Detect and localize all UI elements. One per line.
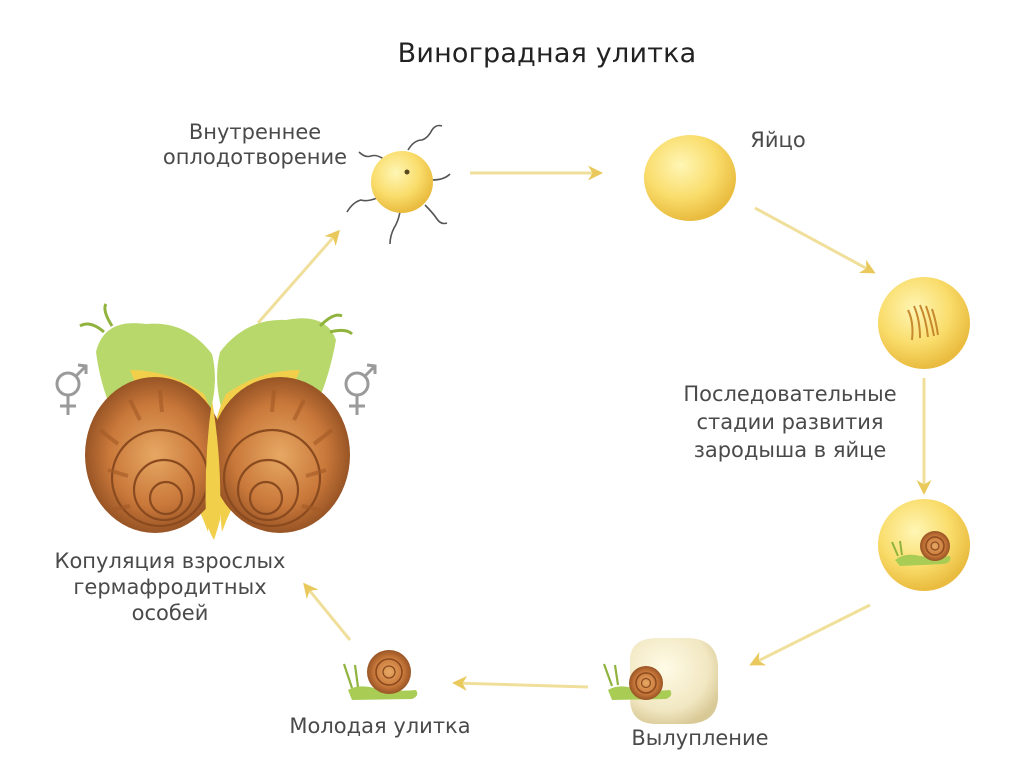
diagram-title: Виноградная улитка (397, 38, 697, 69)
label-hatching: Вылупление (631, 726, 769, 750)
egg (644, 135, 736, 221)
label-copulation: Копуляция взрослых гермафродитных особей (20, 548, 320, 626)
adult-snails-copulating (79, 303, 354, 540)
label-embryo-line-3: зародыша в яйце (693, 438, 887, 462)
hermaphrodite-symbol-icon (344, 363, 377, 415)
embryo-stage-1 (878, 277, 970, 369)
cycle-arrows (256, 165, 932, 691)
arrow-embryo-to-hatching (749, 603, 871, 666)
label-fertilization-line-1: Внутреннее (188, 120, 322, 144)
arrow-young-to-adults (303, 582, 352, 641)
label-fertilization-line-2: оплодотворение (162, 145, 348, 169)
label-young-snail: Молодая улитка (289, 714, 471, 738)
label-embryo-line-2: стадии развития (696, 410, 884, 434)
label-egg: Яйцо (750, 128, 806, 152)
arrow-adults-to-fertilization (256, 229, 340, 324)
label-copulation-line-1: Копуляция взрослых (54, 549, 286, 573)
label-embryo-line-1: Последовательные (683, 382, 897, 406)
label-embryo-stages: Последовательные стадии развития зародыш… (655, 380, 925, 464)
label-copulation-line-2: гермафродитных (73, 575, 267, 599)
label-copulation-line-3: особей (131, 601, 209, 625)
embryo-stage-2 (878, 499, 970, 591)
young-snail (342, 650, 418, 700)
label-fertilization: Внутреннее оплодотворение (135, 120, 375, 170)
fertilized-egg (346, 124, 451, 245)
hatching-snail (602, 638, 718, 724)
arrow-hatching-to-young (452, 675, 589, 691)
arrow-egg-to-embryo (754, 206, 876, 274)
hermaphrodite-symbol-icon (55, 363, 88, 415)
